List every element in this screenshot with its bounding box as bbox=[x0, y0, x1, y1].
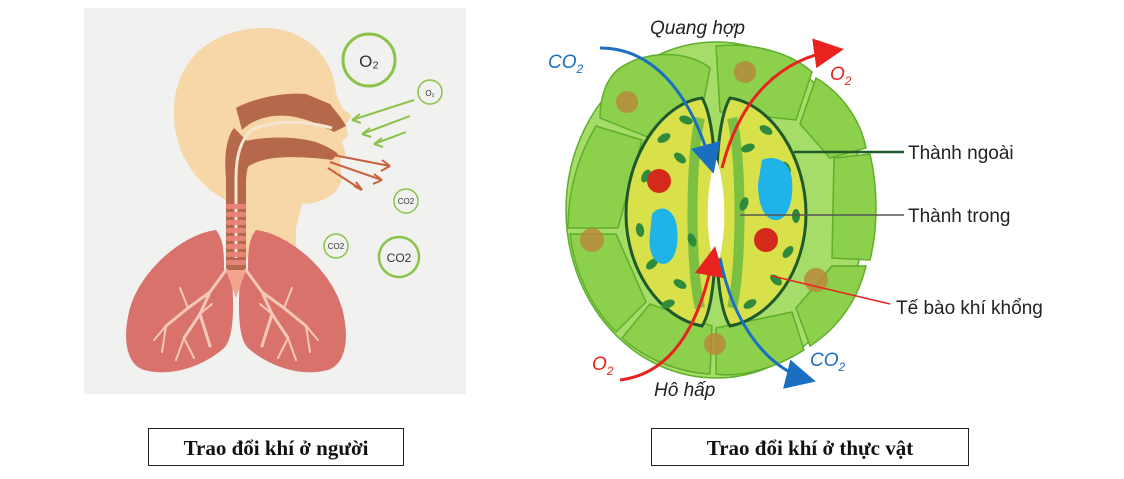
human-caption: Trao đổi khí ở người bbox=[148, 428, 404, 466]
inner-wall-right bbox=[727, 116, 745, 310]
co2-small-bubble-2 bbox=[323, 233, 349, 259]
airflow-line bbox=[234, 120, 333, 258]
inner-wall-left bbox=[687, 116, 705, 310]
human-gas-exchange-panel: O₂ O₂ CO2 CO2 CO2 bbox=[84, 8, 466, 394]
outer-wall-label: Thành ngoài bbox=[908, 143, 1014, 164]
o2-big-label: O₂ bbox=[359, 52, 379, 71]
nucleus-right bbox=[754, 228, 778, 252]
respiration-label: Hô hấp bbox=[654, 380, 715, 401]
vacuole-right bbox=[758, 158, 793, 221]
nucleus-left bbox=[647, 169, 671, 193]
plant-caption: Trao đổi khí ở thực vật bbox=[651, 428, 969, 466]
stomata-illustration: CO2 O2 O2 CO2 Quang hợp Hô hấp Thành ngo… bbox=[548, 18, 1043, 401]
o2-big-bubble bbox=[341, 32, 397, 88]
vacuole-left bbox=[649, 208, 678, 264]
head-silhouette bbox=[173, 28, 352, 228]
guard-cell-label: Tế bào khí khổng bbox=[896, 298, 1043, 319]
co2-small-bubble-1 bbox=[393, 188, 419, 214]
epidermal-nuclei bbox=[580, 61, 828, 355]
guard-cell-pointer bbox=[771, 275, 891, 305]
o2-out-label: O2 bbox=[830, 64, 852, 88]
co2-big-bubble bbox=[377, 235, 421, 279]
inner-wall-label: Thành trong bbox=[908, 206, 1010, 227]
co2-out-arrow bbox=[718, 257, 816, 389]
carina bbox=[226, 270, 246, 298]
co2-in-arrow bbox=[599, 46, 721, 174]
o2-in-label: O2 bbox=[592, 354, 614, 378]
co2-small-label-1: CO2 bbox=[398, 197, 415, 206]
co2-exhale-arrows bbox=[327, 153, 391, 191]
trachea bbox=[225, 128, 256, 270]
co2-small-label-2: CO2 bbox=[328, 242, 345, 251]
o2-out-arrow bbox=[720, 38, 844, 169]
human-respiration-illustration: O₂ O₂ CO2 CO2 CO2 bbox=[84, 8, 466, 394]
o2-inhale-arrows bbox=[351, 99, 415, 148]
oral-cavity bbox=[242, 137, 338, 170]
nasal-cavity bbox=[236, 93, 346, 132]
o2-small-bubble bbox=[417, 79, 443, 105]
o2-in-arrow bbox=[619, 246, 725, 382]
co2-big-label: CO2 bbox=[387, 251, 412, 265]
plant-gas-exchange-panel: CO2 O2 O2 CO2 Quang hợp Hô hấp Thành ngo… bbox=[540, 8, 1100, 408]
photosynthesis-label: Quang hợp bbox=[650, 18, 745, 39]
co2-out-label: CO2 bbox=[810, 350, 846, 374]
co2-in-label: CO2 bbox=[548, 52, 584, 76]
stoma-pore bbox=[707, 158, 725, 270]
bronchi bbox=[164, 268, 308, 348]
o2-small-label: O₂ bbox=[425, 89, 434, 98]
bronchioles bbox=[153, 287, 319, 361]
trachea-rings bbox=[226, 204, 246, 265]
